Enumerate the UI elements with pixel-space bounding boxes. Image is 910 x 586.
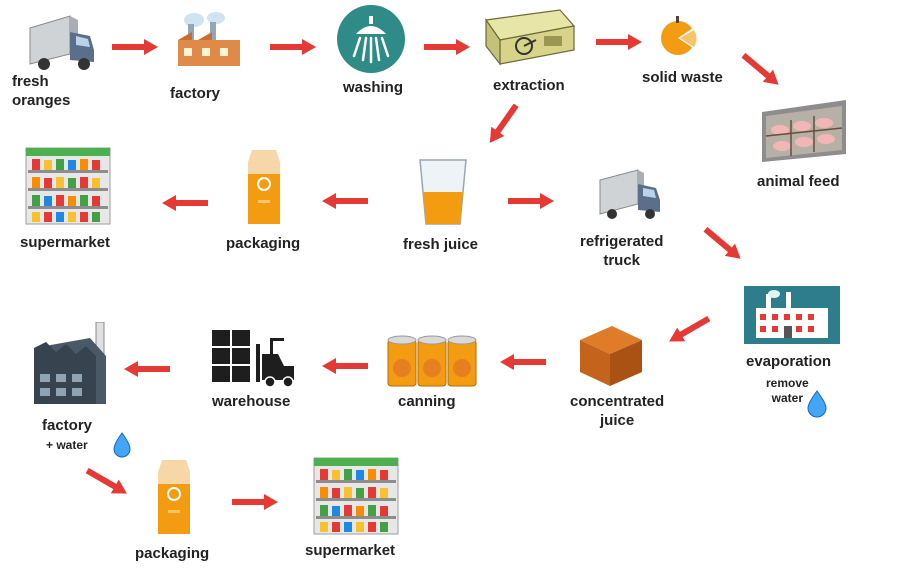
- animal-feed-label: animal feed: [757, 173, 840, 190]
- flow-arrow: [322, 193, 368, 209]
- solid-waste-label: solid waste: [642, 69, 723, 86]
- juice-carton-icon: [156, 460, 192, 536]
- pig-farm-icon: [758, 96, 850, 166]
- orange-icon: [658, 14, 700, 58]
- supermarket-label: supermarket: [20, 234, 111, 251]
- flow-arrow: [500, 354, 546, 370]
- canning-label: canning: [398, 393, 456, 410]
- juice-glass-icon: [418, 158, 468, 226]
- factory-icon: [174, 10, 244, 72]
- flow-arrow: [322, 358, 368, 374]
- warehouse-label: warehouse: [212, 393, 291, 410]
- washing-label: washing: [343, 79, 404, 96]
- plus-water-label: + water: [46, 438, 88, 452]
- water-drop-icon: [806, 390, 828, 418]
- forklift-icon: [208, 326, 300, 388]
- evaporation-plant-icon: [744, 286, 840, 344]
- flow-arrow: [700, 223, 746, 265]
- shelves-icon: [312, 456, 400, 536]
- extraction-label: extraction: [493, 77, 565, 94]
- flow-arrow: [124, 361, 170, 377]
- flow-arrow: [232, 494, 278, 510]
- evaporation-label: evaporation: [746, 353, 832, 370]
- factory-icon: [30, 322, 110, 408]
- flow-arrow: [83, 464, 131, 501]
- supermarket-label: supermarket: [305, 542, 396, 559]
- flow-arrow: [162, 195, 208, 211]
- flow-arrow: [508, 193, 554, 209]
- packaging-label: packaging: [226, 235, 301, 252]
- flow-arrow: [665, 312, 713, 349]
- juice-carton-icon: [246, 150, 282, 226]
- flow-arrow: [483, 101, 522, 148]
- factory-label: factory: [170, 85, 221, 102]
- extractor-icon: [480, 6, 580, 68]
- flow-arrow: [738, 49, 784, 91]
- shower-icon: [336, 4, 406, 74]
- factory-label: factory: [42, 417, 93, 434]
- flow-arrow: [424, 39, 470, 55]
- water-drop-icon: [112, 432, 132, 458]
- flow-arrow: [596, 34, 642, 50]
- truck-icon: [598, 168, 662, 226]
- flow-arrow: [112, 39, 158, 55]
- cans-icon: [386, 334, 478, 390]
- flow-arrow: [270, 39, 316, 55]
- truck-icon: [26, 14, 98, 74]
- cardboard-box-icon: [578, 322, 644, 388]
- shelves-icon: [24, 146, 112, 226]
- fresh-juice-label: fresh juice: [403, 236, 479, 253]
- packaging-label: packaging: [135, 545, 210, 562]
